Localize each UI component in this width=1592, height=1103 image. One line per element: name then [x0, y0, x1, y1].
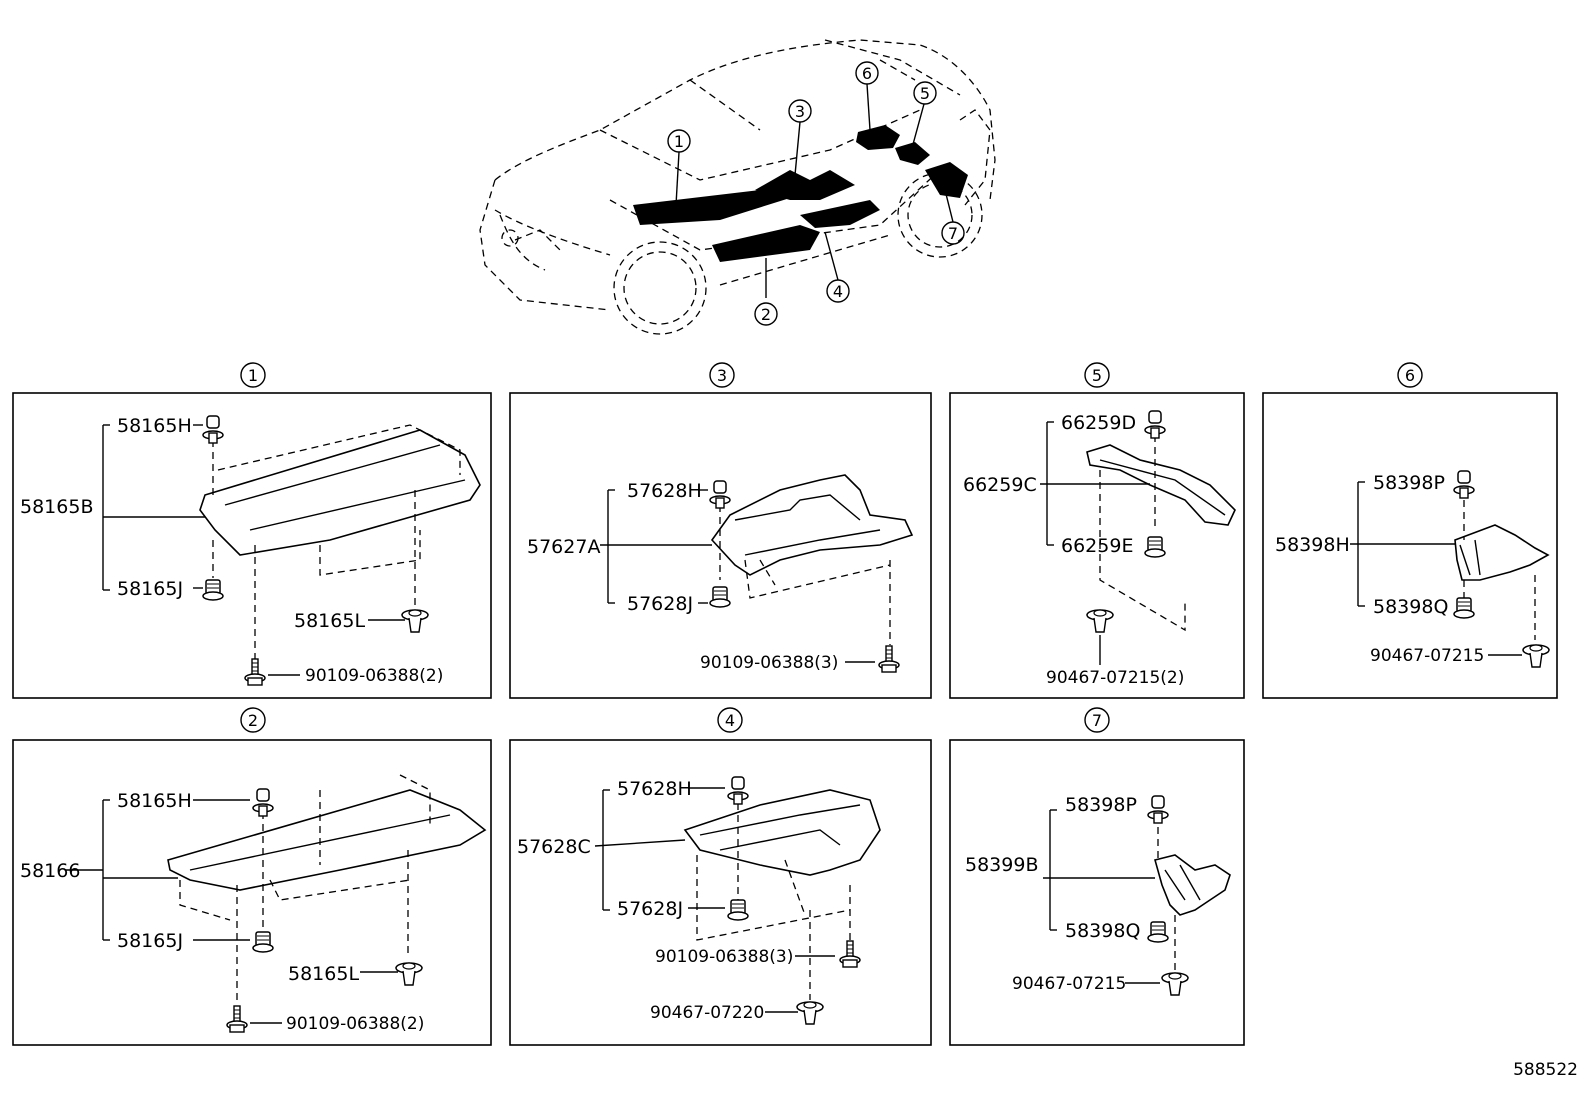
- panel-1-clip-top-label: 58165H: [117, 415, 192, 437]
- callout-6: 6: [855, 61, 879, 85]
- panel-6: 6 58398H 58398P 58398Q 90467-07215: [1262, 362, 1558, 699]
- panel-1-part: [199, 429, 481, 556]
- panel-1-number: 1: [240, 362, 266, 388]
- panel-3-frame: [509, 392, 932, 699]
- vehicle-overview: 1 2 3 4 5 6 7: [479, 39, 996, 335]
- panel-6-number: 6: [1397, 362, 1423, 388]
- panel-7-main-label: 58399B: [965, 854, 1038, 876]
- panel-6-main-label: 58398H: [1275, 534, 1350, 556]
- panel-5-main-label: 66259C: [963, 474, 1037, 496]
- panel-3-bolt-label: 90109-06388(3): [700, 653, 838, 673]
- panel-3-number: 3: [709, 362, 735, 388]
- panel-2-main-label: 58166: [20, 860, 80, 882]
- panel-7-frame: [949, 739, 1245, 1046]
- svg-text:2: 2: [248, 711, 258, 730]
- panel-2: 2 58166 58165H 58165J 58165L 90109-06388…: [12, 707, 492, 1046]
- panel-5-clip-extra-label: 90467-07215(2): [1046, 668, 1184, 688]
- panel-3-main-label: 57627A: [527, 536, 600, 558]
- panel-1: 1 58165B 58165H 58165J 58165L 90109-0638…: [12, 362, 492, 699]
- panel-4-bolt-label: 90109-06388(3): [655, 947, 793, 967]
- callout-7: 7: [941, 221, 965, 245]
- svg-text:3: 3: [717, 366, 727, 385]
- callout-5: 5: [913, 81, 937, 105]
- panel-7-part: [1154, 854, 1231, 916]
- panel-2-number: 2: [240, 707, 266, 733]
- panel-4-number: 4: [717, 707, 743, 733]
- svg-text:6: 6: [862, 64, 872, 83]
- panel-1-clip-side-label: 58165L: [294, 610, 365, 632]
- callout-3: 3: [788, 99, 812, 123]
- panel-1-bolt-label: 90109-06388(2): [305, 666, 443, 686]
- svg-text:3: 3: [795, 102, 805, 121]
- svg-text:7: 7: [1092, 711, 1102, 730]
- part-shape-7: [925, 162, 968, 198]
- svg-text:5: 5: [1092, 366, 1102, 385]
- panel-5-number: 5: [1084, 362, 1110, 388]
- panel-2-bolt-label: 90109-06388(2): [286, 1014, 424, 1034]
- panel-2-part: [167, 789, 487, 891]
- panel-1-clip-bottom-label: 58165J: [117, 578, 183, 600]
- panel-7-clip-extra-label: 90467-07215: [1012, 974, 1126, 994]
- panel-7-clip-top-label: 58398P: [1065, 794, 1137, 816]
- panel-7-clip-bottom-label: 58398Q: [1065, 920, 1140, 942]
- panel-5: 5 66259C 66259D 66259E 90467-07215(2): [949, 362, 1245, 699]
- part-shape-5: [895, 142, 930, 165]
- panel-4-clip-bottom-label: 57628J: [617, 898, 683, 920]
- panel-7: 7 58399B 58398P 58398Q 90467-07215: [949, 707, 1245, 1046]
- callout-1: 1: [667, 129, 691, 153]
- panel-6-frame: [1262, 392, 1558, 699]
- panel-2-clip-top-label: 58165H: [117, 790, 192, 812]
- panel-4-part: [683, 789, 881, 876]
- panel-7-number: 7: [1084, 707, 1110, 733]
- svg-text:6: 6: [1405, 366, 1415, 385]
- svg-text:4: 4: [833, 282, 843, 301]
- panel-2-frame: [12, 739, 492, 1046]
- svg-text:1: 1: [674, 132, 684, 151]
- panel-1-frame: [12, 392, 492, 699]
- part-shape-2: [712, 225, 820, 262]
- panel-4-clip-top-label: 57628H: [617, 778, 692, 800]
- panel-6-clip-top-label: 58398P: [1373, 472, 1445, 494]
- panel-5-clip-top-label: 66259D: [1061, 412, 1136, 434]
- svg-text:4: 4: [725, 711, 735, 730]
- svg-text:2: 2: [761, 305, 771, 324]
- callout-4: 4: [826, 279, 850, 303]
- svg-text:7: 7: [948, 224, 958, 243]
- panel-3-clip-bottom-label: 57628J: [627, 593, 693, 615]
- panel-6-clip-extra-label: 90467-07215: [1370, 646, 1484, 666]
- part-shape-1: [633, 190, 790, 225]
- panel-5-part: [1086, 444, 1236, 526]
- diagram-id: 588522: [1513, 1060, 1578, 1080]
- panel-5-frame: [949, 392, 1245, 699]
- panel-4-clip-extra-label: 90467-07220: [650, 1003, 764, 1023]
- panel-1-main-label: 58165B: [20, 496, 93, 518]
- part-shape-6: [856, 125, 900, 150]
- svg-text:5: 5: [920, 84, 930, 103]
- panel-6-clip-bottom-label: 58398Q: [1373, 596, 1448, 618]
- panel-4: 4 57628C 57628H 57628J 90109-06388(3) 90…: [509, 707, 932, 1046]
- part-shape-4: [800, 200, 880, 228]
- panel-3-part: [710, 474, 914, 576]
- panel-5-clip-bottom-label: 66259E: [1061, 535, 1133, 557]
- panel-4-frame: [509, 739, 932, 1046]
- panel-4-main-label: 57628C: [517, 836, 591, 858]
- svg-text:1: 1: [248, 366, 258, 385]
- panel-2-clip-bottom-label: 58165J: [117, 930, 183, 952]
- panel-3: 3 57627A 57628H 57628J 90109-06388(3): [509, 362, 932, 699]
- panel-2-clip-side-label: 58165L: [288, 963, 359, 985]
- callout-2: 2: [754, 302, 778, 326]
- panel-3-clip-top-label: 57628H: [627, 480, 702, 502]
- part-shape-3: [755, 170, 855, 200]
